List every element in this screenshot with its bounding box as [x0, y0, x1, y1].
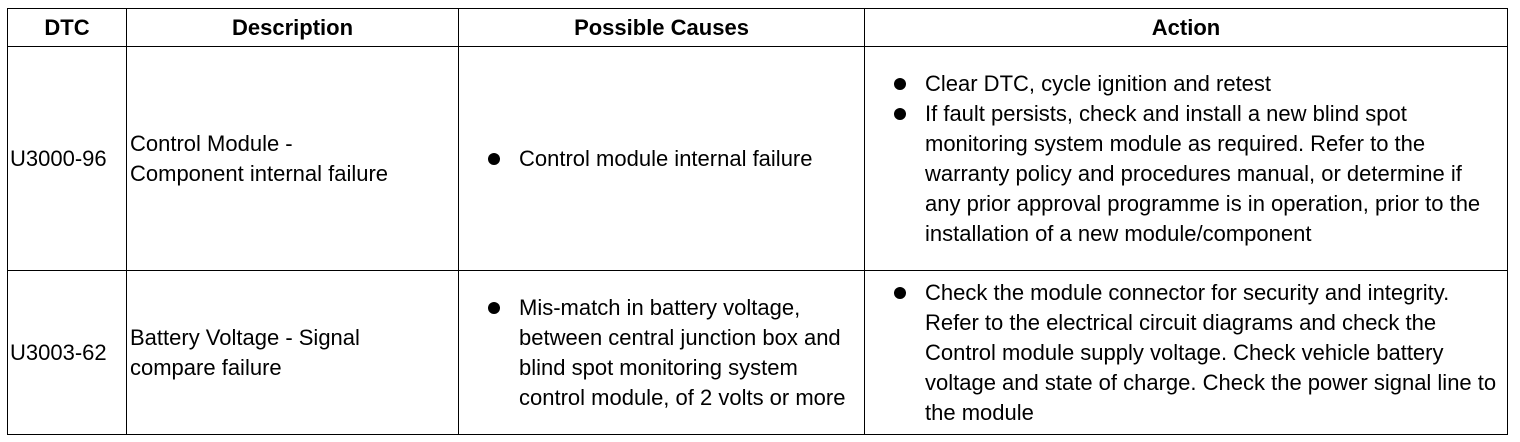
- dtc-table: DTC Description Possible Causes Action U…: [7, 8, 1508, 435]
- description-line: Control Module -: [130, 130, 293, 156]
- action-cell: Clear DTC, cycle ignition and retest If …: [864, 46, 1508, 271]
- header-action: Action: [864, 8, 1508, 47]
- dtc-description: Control Module - Component internal fail…: [126, 46, 459, 271]
- header-description: Description: [126, 8, 459, 47]
- cause-item: Mis-match in battery voltage, between ce…: [473, 293, 860, 413]
- header-possible-causes: Possible Causes: [458, 8, 865, 47]
- table-row: U3000-96 Control Module - Component inte…: [7, 46, 1508, 271]
- description-line: Battery Voltage - Signal: [130, 324, 360, 350]
- dtc-description: Battery Voltage - Signal compare failure: [126, 270, 459, 435]
- possible-causes: Control module internal failure: [458, 46, 865, 271]
- header-dtc: DTC: [7, 8, 127, 47]
- actions-list: Clear DTC, cycle ignition and retest If …: [879, 69, 1503, 249]
- table-row: U3003-62 Battery Voltage - Signal compar…: [7, 270, 1508, 435]
- table-header-row: DTC Description Possible Causes Action: [7, 8, 1508, 47]
- action-item: Clear DTC, cycle ignition and retest: [879, 69, 1503, 99]
- action-item: Check the module connector for security …: [879, 278, 1503, 428]
- cause-item: Control module internal failure: [473, 144, 860, 174]
- action-item: If fault persists, check and install a n…: [879, 99, 1503, 249]
- description-line: compare failure: [130, 354, 282, 380]
- action-cell: Check the module connector for security …: [864, 270, 1508, 435]
- dtc-code: U3003-62: [7, 270, 127, 435]
- actions-list: Check the module connector for security …: [879, 278, 1503, 428]
- dtc-code: U3000-96: [7, 46, 127, 271]
- causes-list: Mis-match in battery voltage, between ce…: [473, 293, 860, 413]
- description-line: Component internal failure: [130, 160, 389, 186]
- possible-causes: Mis-match in battery voltage, between ce…: [458, 270, 865, 435]
- causes-list: Control module internal failure: [473, 144, 860, 174]
